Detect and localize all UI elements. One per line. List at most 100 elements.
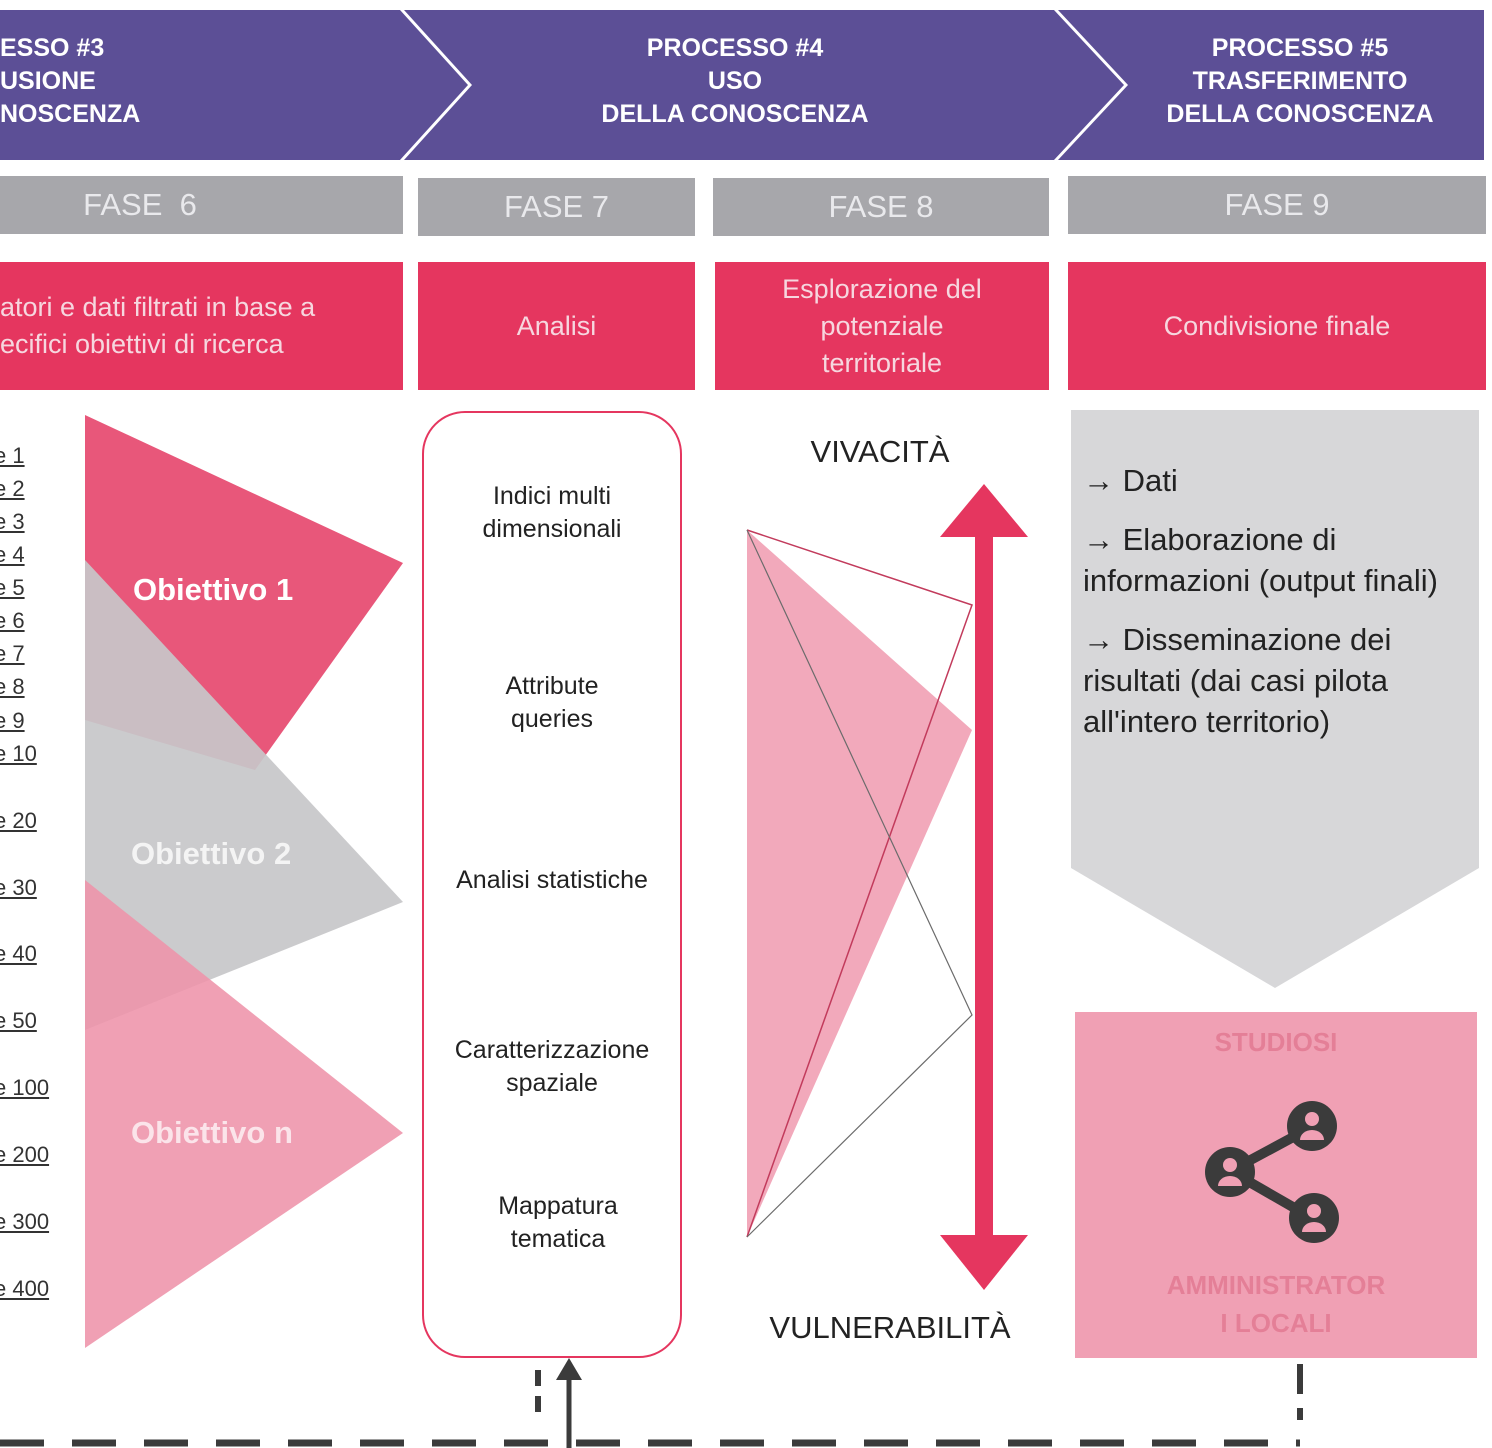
- step-6-line-1: atori e dati filtrati in base a: [0, 292, 316, 322]
- step-8-line-1: Esplorazione del: [782, 273, 982, 304]
- phase-7-bar: [418, 178, 695, 236]
- variable-item: e 3: [0, 509, 25, 534]
- objective-2-funnel: [85, 560, 403, 1030]
- exploration-line-b: [746, 529, 973, 1238]
- arrow-right-icon: →: [1083, 622, 1114, 657]
- sharing-item-2-text: Elaborazione di informazioni (output fin…: [1083, 522, 1438, 598]
- sharing-item-data: → Dati: [1083, 460, 1463, 501]
- phase-6-bar: [0, 176, 403, 234]
- method-thematic-mapping: Mappatura tematica: [423, 1190, 693, 1256]
- process-4-label: PROCESSO #4 USO DELLA CONOSCENZA: [540, 32, 930, 131]
- vivacity-label: VIVACITÀ: [810, 434, 950, 469]
- variable-item: e 30: [0, 875, 37, 900]
- method-2-line-2: queries: [511, 705, 593, 733]
- variable-item: e 9: [0, 708, 25, 733]
- method-3-line-1: Analisi statistiche: [456, 866, 648, 894]
- step-9-line-1: Condivisione finale: [1163, 310, 1391, 341]
- process-5-line-3: DELLA CONOSCENZA: [1166, 100, 1434, 128]
- method-4-line-1: Caratterizzazione: [454, 1036, 650, 1064]
- variable-item: e 1: [0, 443, 25, 468]
- exploration-fill-triangle: [747, 530, 972, 1237]
- sharing-item-processing: → Elaborazione di informazioni (output f…: [1083, 519, 1463, 601]
- actor-scholars-label: STUDIOSI: [1075, 1022, 1477, 1062]
- step-7-line-1: Analisi: [516, 310, 597, 341]
- process-5-line-2: TRASFERIMENTO: [1192, 67, 1408, 95]
- actor-scholars-text: STUDIOSI: [1214, 1027, 1338, 1057]
- objective-2-label: Obiettivo 2: [131, 836, 292, 871]
- phase-8-bar: [713, 178, 1049, 236]
- sharing-item-1-text: Dati: [1122, 463, 1178, 498]
- process-3-label: ESSO #3 USIONE NOSCENZA: [0, 32, 150, 131]
- process-4-line-1: PROCESSO #4: [646, 34, 824, 62]
- process-4-line-2: USO: [707, 67, 763, 95]
- process-3-banner: [0, 10, 468, 160]
- sharing-chevron: [1071, 410, 1479, 988]
- actor-administrators-label: AMMINISTRATOR I LOCALI: [1075, 1266, 1477, 1342]
- variable-item: e 300: [0, 1209, 50, 1234]
- feedback-up-arrowhead: [556, 1358, 582, 1380]
- variable-item: e 20: [0, 808, 37, 833]
- variable-item: e 200: [0, 1142, 50, 1167]
- arrow-up-head: [940, 484, 1028, 537]
- method-4-line-2: spaziale: [506, 1069, 598, 1097]
- exploration-line-a: [746, 529, 973, 1238]
- process-5-banner: [1058, 10, 1484, 160]
- process-3-line-1: ESSO #3: [0, 34, 105, 62]
- step-9-label: Condivisione finale: [1068, 262, 1486, 390]
- method-multidimensional-indices: Indici multi dimensionali: [423, 480, 681, 546]
- method-statistical-analysis: Analisi statistiche: [423, 864, 681, 897]
- exploration-axis: [975, 530, 993, 1240]
- method-2-line-1: Attribute: [505, 672, 599, 700]
- step-9-bar: [1068, 262, 1486, 390]
- objective-1-label: Obiettivo 1: [133, 572, 294, 607]
- arrow-right-icon: →: [1083, 463, 1114, 498]
- phase-8-label: FASE 8: [828, 189, 934, 224]
- process-3-line-2: USIONE: [0, 67, 96, 95]
- methods-frame: [422, 411, 682, 1358]
- process-3-line-3: NOSCENZA: [0, 100, 141, 128]
- phase-7-label: FASE 7: [503, 189, 610, 224]
- objective-n-funnel: [85, 880, 403, 1348]
- method-5-line-1: Mappatura: [498, 1192, 618, 1220]
- variable-item: e 6: [0, 608, 25, 633]
- step-6-line-2: ecifici obiettivi di ricerca: [0, 329, 284, 359]
- method-5-line-2: tematica: [510, 1225, 606, 1253]
- share-network-icon: [1205, 1101, 1339, 1243]
- sharing-item-dissemination: → Disseminazione dei risultati (dai casi…: [1083, 619, 1463, 742]
- phase-9-bar: [1068, 176, 1486, 234]
- vulnerability-label: VULNERABILITÀ: [769, 1310, 1011, 1345]
- variable-item: e 40: [0, 941, 37, 966]
- sharing-item-3-text: Disseminazione dei risultati (dai casi p…: [1083, 622, 1392, 739]
- actor-admin-line-2: I LOCALI: [1220, 1308, 1332, 1338]
- variable-item: e 400: [0, 1276, 50, 1301]
- variable-item: e 2: [0, 476, 25, 501]
- variable-item: e 7: [0, 641, 25, 666]
- variable-item: e 10: [0, 741, 37, 766]
- process-4-banner: [404, 10, 1124, 160]
- variable-item: e 5: [0, 575, 25, 600]
- variable-item: e 50: [0, 1008, 37, 1033]
- process-4-line-3: DELLA CONOSCENZA: [601, 100, 869, 128]
- variable-item: e 8: [0, 674, 25, 699]
- step-6-bar: [0, 262, 403, 390]
- method-1-line-2: dimensionali: [482, 515, 622, 543]
- phase-6-label: FASE 6: [83, 187, 197, 222]
- sharing-list: → Dati → Elaborazione di informazioni (o…: [1083, 460, 1463, 760]
- actor-admin-line-1: AMMINISTRATOR: [1166, 1270, 1386, 1300]
- step-8-bar: [715, 262, 1049, 390]
- method-1-line-1: Indici multi: [492, 482, 612, 510]
- step-8-label: Esplorazione del potenziale territoriale: [715, 262, 1049, 390]
- step-7-bar: [418, 262, 695, 390]
- step-8-line-3: territoriale: [821, 347, 943, 378]
- step-6-label: atori e dati filtrati in base a ecifici …: [0, 262, 403, 390]
- method-attribute-queries: Attribute queries: [423, 670, 681, 736]
- method-spatial-characterization: Caratterizzazione spaziale: [423, 1034, 681, 1100]
- step-8-line-2: potenziale: [820, 310, 944, 341]
- actors-box: [1075, 1012, 1477, 1358]
- variable-item: e 4: [0, 542, 25, 567]
- objective-n-label: Obiettivo n: [131, 1115, 293, 1150]
- phase-9-label: FASE 9: [1224, 187, 1330, 222]
- arrow-down-head: [940, 1235, 1028, 1290]
- variable-item: e 100: [0, 1075, 50, 1100]
